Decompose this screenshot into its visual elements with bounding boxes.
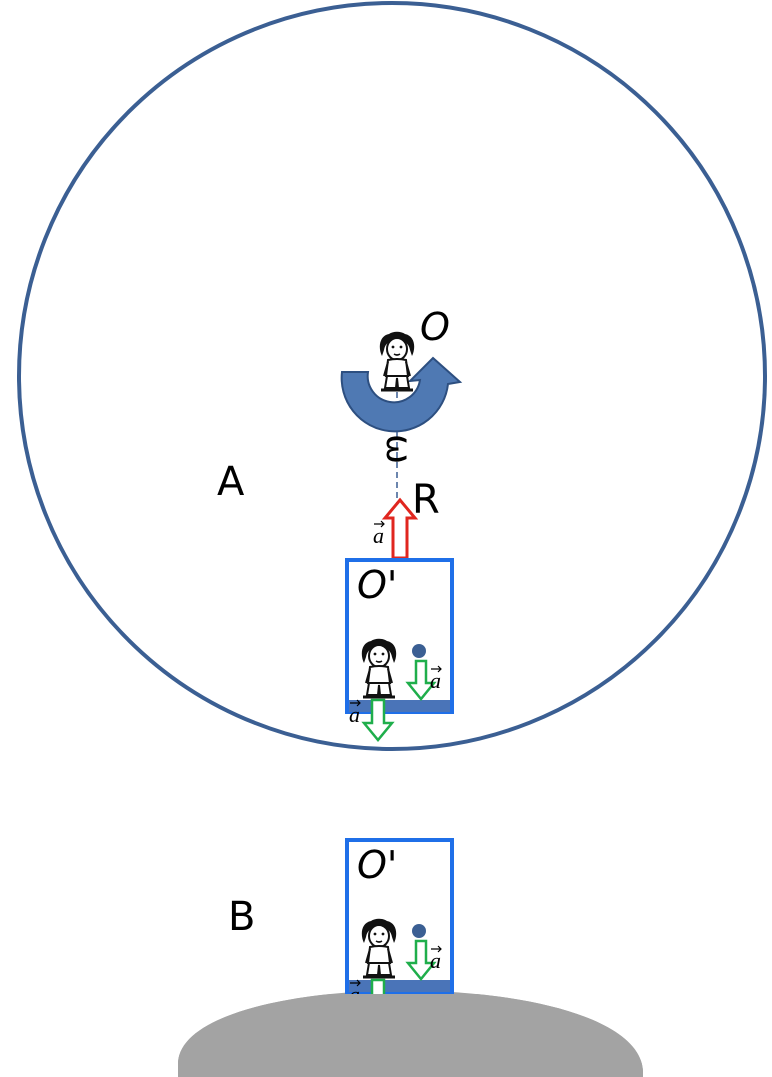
cabin-b-floor xyxy=(349,980,450,992)
scenario-b-label: B xyxy=(228,894,255,940)
omega-label: ω xyxy=(378,434,419,464)
rotation-arrow-icon xyxy=(340,356,463,433)
cabin-a-ball-icon xyxy=(412,644,426,658)
cabin-b-accel-label: a xyxy=(430,948,441,973)
centripetal-accel-label: a xyxy=(373,523,384,548)
cabin-a-gravity-arrow-icon xyxy=(405,659,437,701)
cabin-b-label: O' xyxy=(357,843,397,887)
vec-mark xyxy=(431,665,442,673)
ground-overlay xyxy=(178,994,643,1077)
cabin-a-floor-arrow-icon xyxy=(361,698,395,742)
cabin-a-label: O' xyxy=(357,563,397,607)
station-ring xyxy=(17,1,767,751)
vec-mark xyxy=(374,520,385,528)
vec-mark xyxy=(350,699,361,707)
cabin-b-ball-icon xyxy=(412,924,426,938)
center-label: O xyxy=(420,305,450,349)
cabin-b-gravity-arrow-icon xyxy=(405,939,437,981)
cabin-a-floor-accel-label: a xyxy=(349,702,360,727)
vec-mark xyxy=(431,945,442,953)
radius-label: R xyxy=(412,477,440,523)
vec-mark xyxy=(350,979,361,987)
cabin-a-accel-label: a xyxy=(430,668,441,693)
cabin-a xyxy=(345,558,454,714)
cabin-a-floor xyxy=(349,700,450,712)
centripetal-arrow-icon xyxy=(381,497,419,560)
scenario-a-label: A xyxy=(217,459,245,505)
